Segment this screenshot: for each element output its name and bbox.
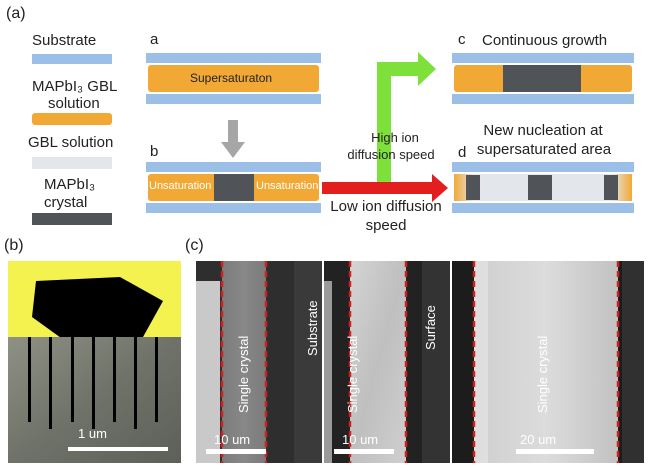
step-d-label: d	[458, 144, 467, 161]
legend-substrate-label: Substrate	[32, 32, 97, 49]
legend-gbl-solution-label-1: MAPbI₃ GBL	[32, 78, 118, 95]
panel-label-c: (c)	[185, 237, 204, 254]
high-ion-label-1: High ion	[371, 130, 419, 145]
legend-crystal-label-1: MAPbI₃	[44, 176, 96, 193]
supersaturation-label: Supersaturaton	[190, 71, 273, 85]
step-c-label: c	[458, 31, 466, 48]
green-arrow	[377, 52, 436, 190]
new-nucleation-label-2: supersaturated area	[476, 141, 612, 158]
sem2-substrate-label: Substrate	[305, 300, 320, 356]
red-arrow	[322, 174, 448, 202]
sem1-scale-label: 10 um	[214, 432, 251, 447]
box-d	[452, 162, 634, 213]
step-b-label: b	[150, 143, 159, 160]
sem3-scale-label: 20 um	[520, 432, 557, 447]
new-nucleation-label-1: New nucleation at	[483, 122, 603, 139]
step-a-label: a	[150, 31, 159, 48]
legend-substrate-swatch	[32, 54, 112, 64]
box-b	[146, 162, 321, 213]
legend-solution-swatch	[32, 113, 112, 125]
scale-label-b: 1 um	[78, 426, 107, 441]
unsaturation-left-label: Unsaturation	[149, 180, 212, 192]
sem3-crystal-label: Single crystal	[535, 335, 550, 413]
high-ion-label-2: diffusion speed	[347, 147, 435, 162]
panel-label-b: (b)	[4, 237, 24, 254]
micrograph-b: 1 um	[8, 261, 181, 463]
legend-gbl-label: GBL solution	[28, 134, 114, 151]
sem1-crystal-label: Single crystal	[236, 335, 251, 413]
gray-arrow-down	[221, 120, 245, 158]
continuous-growth-label: Continuous growth	[482, 32, 608, 49]
schematic-diagram	[146, 52, 634, 213]
box-a	[146, 53, 321, 104]
unsaturation-right-label: Unsaturation	[256, 180, 319, 192]
sem-images	[196, 261, 644, 463]
sem3-surface-label: Surface	[423, 305, 438, 350]
box-c	[452, 53, 634, 104]
legend-gbl-swatch	[32, 157, 112, 169]
panel-label-a: (a)	[6, 5, 26, 22]
legend-gbl-solution-label-2: solution	[48, 95, 100, 112]
crystal-silhouette	[8, 277, 181, 463]
legend-crystal-label-2: crystal	[44, 194, 88, 211]
sem2-scale-label: 10 um	[342, 432, 379, 447]
sem-image-1	[196, 261, 322, 463]
legend-crystal-swatch	[32, 213, 112, 225]
sem-image-2	[324, 261, 450, 463]
sem2-crystal-label: Single crystal	[345, 335, 360, 413]
low-ion-label-2: speed	[365, 217, 407, 234]
sem-image-3	[452, 261, 644, 463]
low-ion-label-1: Low ion diffusion	[330, 198, 442, 215]
